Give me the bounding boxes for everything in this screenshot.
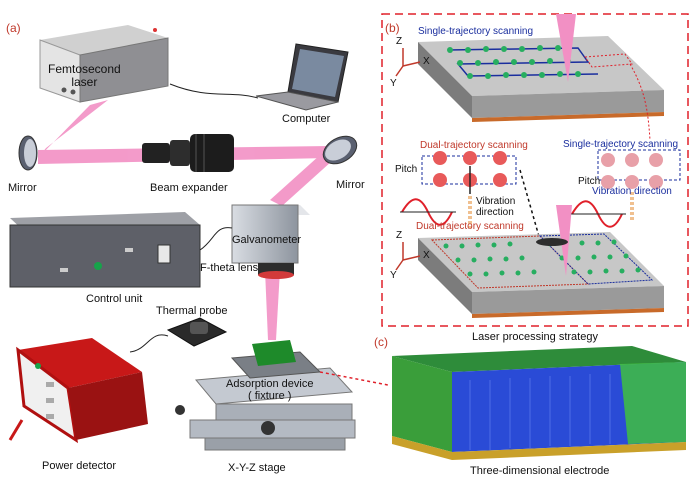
femtosecond-laser: [39, 25, 169, 103]
vibration-left-label: Vibration direction: [476, 196, 515, 218]
axis-top-x: X: [423, 56, 430, 67]
dual-scan-left-label: Dual-trajectory scanning: [420, 140, 528, 151]
axis-top-z: Z: [396, 36, 403, 47]
single-scan-right-label: Single-trajectory scanning: [563, 139, 679, 150]
control-unit-label: Control unit: [86, 293, 143, 305]
strategy-caption: Laser processing strategy: [472, 331, 598, 343]
vibration-left-line1: Vibration: [476, 196, 516, 207]
mirror-left-label: Mirror: [8, 182, 37, 194]
xyz-stage: [175, 367, 356, 451]
beam-expander: [142, 134, 234, 172]
mirror-right-label: Mirror: [336, 179, 365, 191]
panel-a-label: (a): [6, 21, 21, 35]
adsorption-device: [230, 340, 322, 379]
bottom-scan-grid: [430, 233, 654, 289]
thermal-probe: [166, 317, 228, 347]
computer-label: Computer: [282, 113, 331, 125]
axes-top: [395, 48, 421, 77]
laser-label: Femtosecond laser: [48, 62, 121, 90]
galvanometer-label: Galvanometer: [232, 234, 302, 246]
vibration-right-label: Vibration direction: [592, 186, 672, 197]
mirror-right-shape: [322, 135, 358, 165]
control-unit: [9, 212, 201, 288]
ftheta-label: F-theta lens: [200, 262, 259, 274]
stage-label: X-Y-Z stage: [228, 462, 286, 474]
top-beam: [556, 14, 576, 82]
computer: [255, 43, 349, 111]
pitch-left-label: Pitch: [395, 164, 418, 175]
adsorption-label-line1: Adsorption device: [226, 378, 314, 390]
electrode-caption: Three-dimensional electrode: [470, 465, 610, 477]
laser-label-line1: Femtosecond: [48, 62, 121, 76]
axis-bottom-x: X: [423, 250, 430, 261]
panel-c-label: (c): [374, 335, 388, 349]
axes-bottom: [395, 242, 421, 271]
single-pitch-diagram: [597, 149, 681, 189]
axis-bottom-z: Z: [396, 230, 403, 241]
dual-scan-bottom-label: Dual-trajectory scanning: [416, 221, 524, 232]
axis-top-y: Y: [390, 78, 397, 89]
axis-bottom-y: Y: [390, 270, 397, 281]
panel-b-label: (b): [385, 21, 400, 35]
power-detector: [8, 338, 148, 444]
thermal-probe-label: Thermal probe: [156, 305, 228, 317]
mirror-left-shape: [18, 135, 38, 171]
single-scan-top-label: Single-trajectory scanning: [418, 26, 534, 37]
pitch-right-label: Pitch: [578, 176, 601, 187]
power-detector-label: Power detector: [42, 460, 116, 472]
galvanometer: [231, 204, 310, 279]
laser-label-line2: laser: [71, 75, 98, 90]
top-plate: [418, 36, 664, 122]
electrode-3d: [392, 346, 686, 460]
beam-expander-label: Beam expander: [150, 182, 228, 194]
dual-pitch-diagram: [421, 151, 517, 194]
adsorption-label-line2: ( fixture ): [248, 390, 292, 403]
bottom-dots: [443, 239, 641, 277]
vibration-left-line2: direction: [476, 207, 514, 218]
panel-b-frame: [381, 13, 689, 327]
adsorption-label: Adsorption device ( fixture ): [226, 378, 313, 402]
